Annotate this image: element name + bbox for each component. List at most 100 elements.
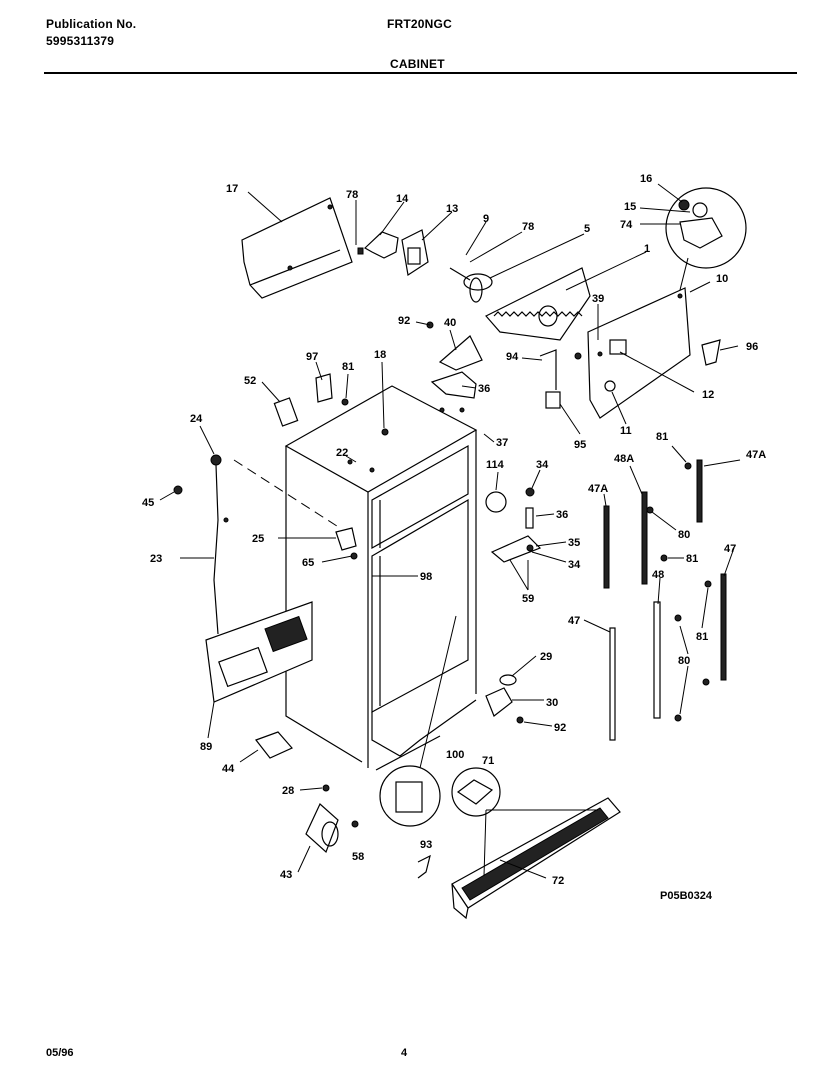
part-16-15-74-light-detail: [665, 187, 747, 269]
label-81-d: 81: [696, 631, 708, 643]
part-52-leveler: [273, 397, 299, 427]
label-13: 13: [446, 203, 458, 215]
label-94: 94: [506, 351, 519, 363]
footer-page-number: 4: [401, 1047, 408, 1059]
section-title: CABINET: [390, 57, 445, 71]
part-47-48-strips: [609, 573, 727, 741]
label-18: 18: [374, 349, 386, 361]
label-25: 25: [252, 533, 264, 545]
label-47-a: 47: [724, 543, 736, 555]
label-24: 24: [190, 413, 203, 425]
label-1: 1: [644, 243, 650, 255]
part-9-fan-blade: [449, 267, 493, 303]
cabinet-body: [284, 385, 478, 771]
label-34-a: 34: [536, 459, 549, 471]
label-89: 89: [200, 741, 212, 753]
label-47A-b: 47A: [588, 483, 608, 495]
label-47A-a: 47A: [746, 449, 766, 461]
label-39: 39: [592, 293, 604, 305]
drawing-id: P05B0324: [660, 890, 713, 902]
label-81-a: 81: [342, 361, 354, 373]
label-78-b: 78: [522, 221, 534, 233]
label-44: 44: [222, 763, 235, 775]
label-48: 48: [652, 569, 664, 581]
label-11: 11: [620, 425, 632, 437]
label-100: 100: [446, 749, 464, 761]
label-97: 97: [306, 351, 318, 363]
label-81-b: 81: [656, 431, 668, 443]
part-13-thermostat: [401, 229, 429, 276]
label-98: 98: [420, 571, 432, 583]
label-17: 17: [226, 183, 238, 195]
part-45-screw: [173, 485, 183, 495]
part-47A-strips: [603, 459, 703, 589]
part-35-34-59-hinge-plate: [490, 535, 542, 563]
publication-number: 5995311379: [46, 34, 115, 48]
label-28: 28: [282, 785, 294, 797]
label-45: 45: [142, 497, 154, 509]
label-23: 23: [150, 553, 162, 565]
label-22: 22: [336, 447, 348, 459]
label-92-b: 92: [554, 722, 566, 734]
label-59: 59: [522, 593, 534, 605]
label-114: 114: [486, 459, 505, 471]
model-number: FRT20NGC: [387, 17, 452, 31]
part-43-28-58-valve: [305, 784, 359, 854]
part-89-grille: [205, 601, 313, 703]
label-30: 30: [546, 697, 558, 709]
part-10-control-housing: [587, 287, 691, 419]
label-29: 29: [540, 651, 552, 663]
part-17-cover-panel: [241, 197, 353, 299]
part-94-95-hinge: [539, 349, 561, 409]
leader-lines: [159, 183, 741, 879]
part-labels: 17 78 14 13 9 78 5 1 16 15 74 10 39 96 9…: [142, 173, 766, 902]
label-93: 93: [420, 839, 432, 851]
label-10: 10: [716, 273, 728, 285]
label-12: 12: [702, 389, 714, 401]
part-25-65-hinge: [335, 527, 358, 560]
part-29-30-92-hinge-bottom: [485, 674, 524, 724]
label-36-a: 36: [478, 383, 490, 395]
part-72-toe-grille: [451, 797, 621, 920]
label-92-a: 92: [398, 315, 410, 327]
label-47-b: 47: [568, 615, 580, 627]
label-16: 16: [640, 173, 652, 185]
label-52: 52: [244, 375, 256, 387]
label-37: 37: [496, 437, 508, 449]
label-15: 15: [624, 201, 636, 213]
part-44-power-cord-bracket: [255, 731, 293, 759]
label-40: 40: [444, 317, 456, 329]
part-24-23-drain-tube: [210, 454, 229, 635]
part-100-detail: [379, 615, 457, 827]
part-5-evaporator: [485, 267, 591, 341]
publication-label: Publication No.: [46, 17, 137, 31]
label-74: 74: [620, 219, 633, 231]
label-96: 96: [746, 341, 758, 353]
label-34-b: 34: [568, 559, 581, 571]
part-114-34-36-cam: [485, 487, 535, 529]
part-93-clip: [417, 854, 431, 879]
label-9: 9: [483, 213, 489, 225]
label-48A: 48A: [614, 453, 634, 465]
label-5: 5: [584, 223, 590, 235]
part-40-light-shield: [438, 335, 483, 371]
label-36-b: 36: [556, 509, 568, 521]
label-14: 14: [396, 193, 409, 205]
label-95: 95: [574, 439, 586, 451]
label-80-b: 80: [678, 655, 690, 667]
label-80-a: 80: [678, 529, 690, 541]
part-14-bracket: [357, 231, 399, 259]
label-72: 72: [552, 875, 564, 887]
label-65: 65: [302, 557, 314, 569]
label-43: 43: [280, 869, 292, 881]
label-35: 35: [568, 537, 580, 549]
label-71: 71: [482, 755, 494, 767]
part-71-detail: [451, 767, 501, 817]
part-38-bracket: [430, 371, 477, 399]
footer-date: 05/96: [46, 1047, 74, 1059]
label-58: 58: [352, 851, 364, 863]
part-48A-strip: [641, 491, 648, 585]
part-97-81-bracket: [315, 373, 349, 406]
part-96-clip: [701, 339, 721, 366]
